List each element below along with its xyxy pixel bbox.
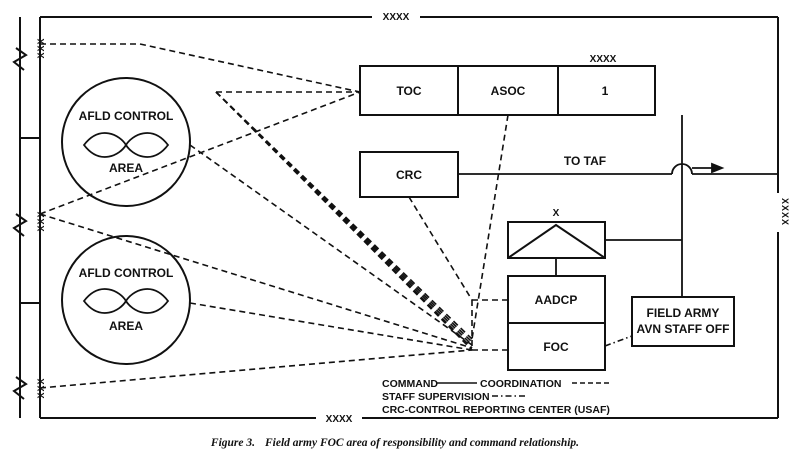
figure-caption-text: Field army FOC area of responsibility an… bbox=[265, 437, 580, 449]
to-taf-label: TO TAF bbox=[564, 154, 606, 168]
to-taf-line bbox=[458, 162, 778, 175]
legend-crc-note: CRC-CONTROL REPORTING CENTER (USAF) bbox=[382, 404, 610, 416]
figure-number: Figure 3. bbox=[210, 437, 256, 449]
right-echelon-label: XXXX bbox=[780, 198, 790, 226]
field-army-label-line2: AVN STAFF OFF bbox=[637, 322, 730, 336]
legend-staff-supervision-label: STAFF SUPERVISION bbox=[382, 391, 490, 403]
afld-area-1-subtitle: AREA bbox=[109, 161, 143, 175]
toc-label: TOC bbox=[396, 84, 421, 98]
aadcp-foc-box bbox=[507, 275, 606, 371]
unit-number-label: 1 bbox=[602, 84, 609, 98]
crc-label: CRC bbox=[396, 168, 422, 182]
bottom-echelon-label: XXXX bbox=[326, 414, 353, 425]
legend: COMMAND COORDINATION STAFF SUPERVISION C… bbox=[382, 378, 612, 416]
army-boundary bbox=[39, 16, 779, 419]
brigade-echelon-label: X bbox=[553, 208, 560, 219]
staff-supervision-line bbox=[604, 335, 633, 347]
tac-group-echelon-label: XXXX bbox=[590, 54, 617, 65]
afld-area-2-title: AFLD CONTROL bbox=[79, 266, 174, 280]
legend-coordination-label: COORDINATION bbox=[480, 378, 561, 390]
aadcp-label: AADCP bbox=[535, 293, 578, 307]
left-echelon-label-1: XXX bbox=[36, 37, 46, 58]
tactical-operations-box bbox=[359, 65, 656, 116]
legend-command-label: COMMAND bbox=[382, 378, 438, 390]
field-army-label-line1: FIELD ARMY bbox=[647, 306, 720, 320]
afld-area-2-subtitle: AREA bbox=[109, 319, 143, 333]
figure-caption: Figure 3. Field army FOC area of responsi… bbox=[0, 437, 800, 449]
asoc-label: ASOC bbox=[491, 84, 526, 98]
lightning-icons bbox=[12, 47, 28, 400]
foc-label: FOC bbox=[543, 340, 569, 354]
afld-control-area-2 bbox=[61, 235, 191, 365]
brigade-symbol bbox=[507, 221, 606, 259]
afld-control-area-1 bbox=[61, 77, 191, 207]
field-army-staff-box bbox=[631, 296, 735, 347]
coordination-lines bbox=[39, 43, 509, 389]
command-lines bbox=[555, 115, 683, 297]
afld-area-1-title: AFLD CONTROL bbox=[79, 109, 174, 123]
top-echelon-label: XXXX bbox=[383, 12, 410, 23]
left-echelon-label-2: XXX bbox=[36, 210, 46, 231]
